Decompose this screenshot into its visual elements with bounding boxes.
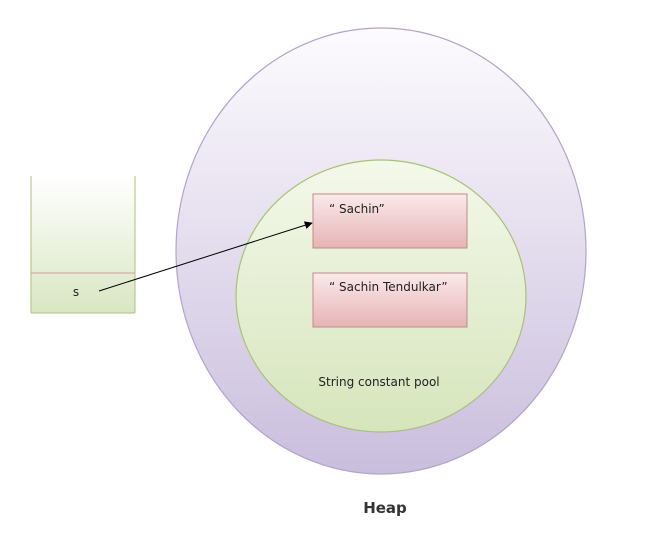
string-box: [312, 193, 468, 249]
string-literal-label: “ Sachin Tendulkar”: [329, 280, 448, 294]
heap: “ Sachin” “ Sachin Tendulkar” String con…: [175, 27, 587, 517]
pool-string-2: “ Sachin Tendulkar”: [312, 272, 468, 328]
reference-arrow: [98, 221, 313, 292]
stack-frame: s: [30, 176, 136, 314]
stack-box: [31, 176, 135, 313]
pool-label: String constant pool: [318, 375, 439, 389]
heap-title: Heap: [363, 499, 407, 517]
string-box: [312, 272, 468, 328]
string-literal-label: “ Sachin”: [329, 202, 385, 216]
string-constant-pool: “ Sachin” “ Sachin Tendulkar” String con…: [235, 159, 527, 433]
stack-variable-label: s: [73, 285, 79, 299]
pool-string-1: “ Sachin”: [312, 193, 468, 249]
